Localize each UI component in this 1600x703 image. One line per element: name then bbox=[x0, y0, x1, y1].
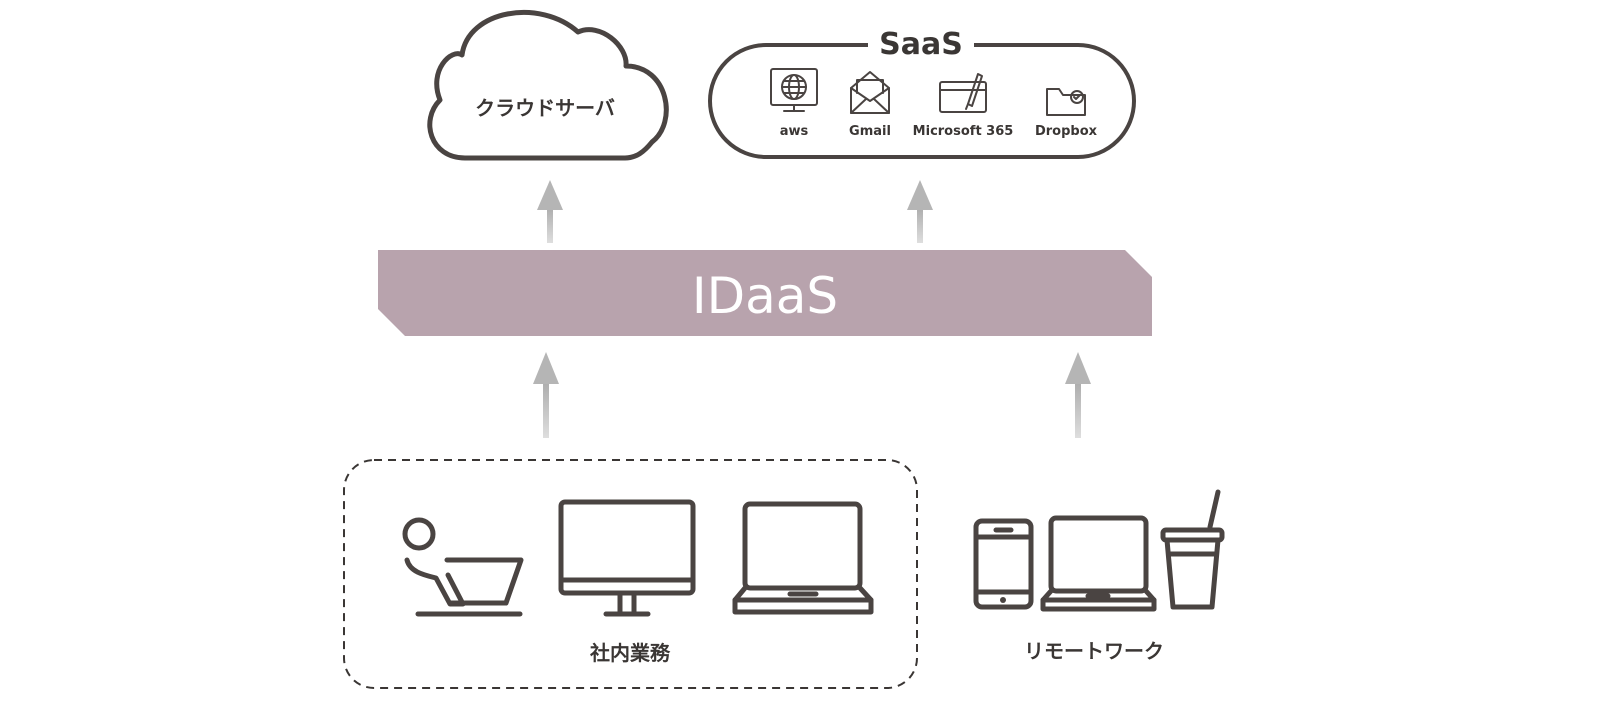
laptop-icon bbox=[732, 501, 874, 615]
saas-title-gap bbox=[868, 30, 974, 60]
service-label-microsoft365: Microsoft 365 bbox=[913, 124, 1014, 139]
saas-box: SaaS aws Gmail Microsoft 365 bbox=[708, 27, 1136, 159]
arrow-from-internal bbox=[533, 352, 559, 438]
laptop-icon bbox=[1040, 515, 1157, 612]
arrow-to-saas bbox=[907, 180, 933, 243]
arrow-to-cloud bbox=[537, 180, 563, 243]
smartphone-icon bbox=[973, 518, 1034, 610]
person-laptop-icon bbox=[402, 517, 524, 617]
envelope-icon bbox=[850, 71, 890, 114]
internal-label: 社内業務 bbox=[589, 641, 671, 665]
service-label-dropbox: Dropbox bbox=[1035, 124, 1098, 139]
idaas-band-shape bbox=[378, 250, 1152, 336]
service-label-aws: aws bbox=[780, 124, 809, 139]
cloud-server-label: クラウドサーバ bbox=[475, 96, 615, 120]
service-label-gmail: Gmail bbox=[849, 124, 891, 139]
cloud-icon bbox=[427, 10, 669, 161]
idaas-label: IDaaS bbox=[692, 267, 838, 325]
idaas-band: IDaaS bbox=[378, 250, 1152, 336]
folder-check-icon bbox=[1046, 88, 1086, 116]
coffee-cup-icon bbox=[1160, 489, 1225, 610]
internal-work-box: 社内業務 bbox=[343, 459, 918, 689]
window-pen-icon bbox=[939, 73, 987, 113]
globe-monitor-icon bbox=[770, 68, 818, 112]
internal-dashed-border bbox=[343, 459, 918, 689]
saas-title: SaaS bbox=[879, 27, 963, 62]
remote-label: リモートワーク bbox=[1024, 639, 1164, 663]
remote-work-group: リモートワーク bbox=[973, 489, 1225, 663]
arrow-from-remote bbox=[1065, 352, 1091, 438]
cloud-server: クラウドサーバ bbox=[427, 10, 669, 161]
desktop-monitor-icon bbox=[558, 499, 696, 617]
